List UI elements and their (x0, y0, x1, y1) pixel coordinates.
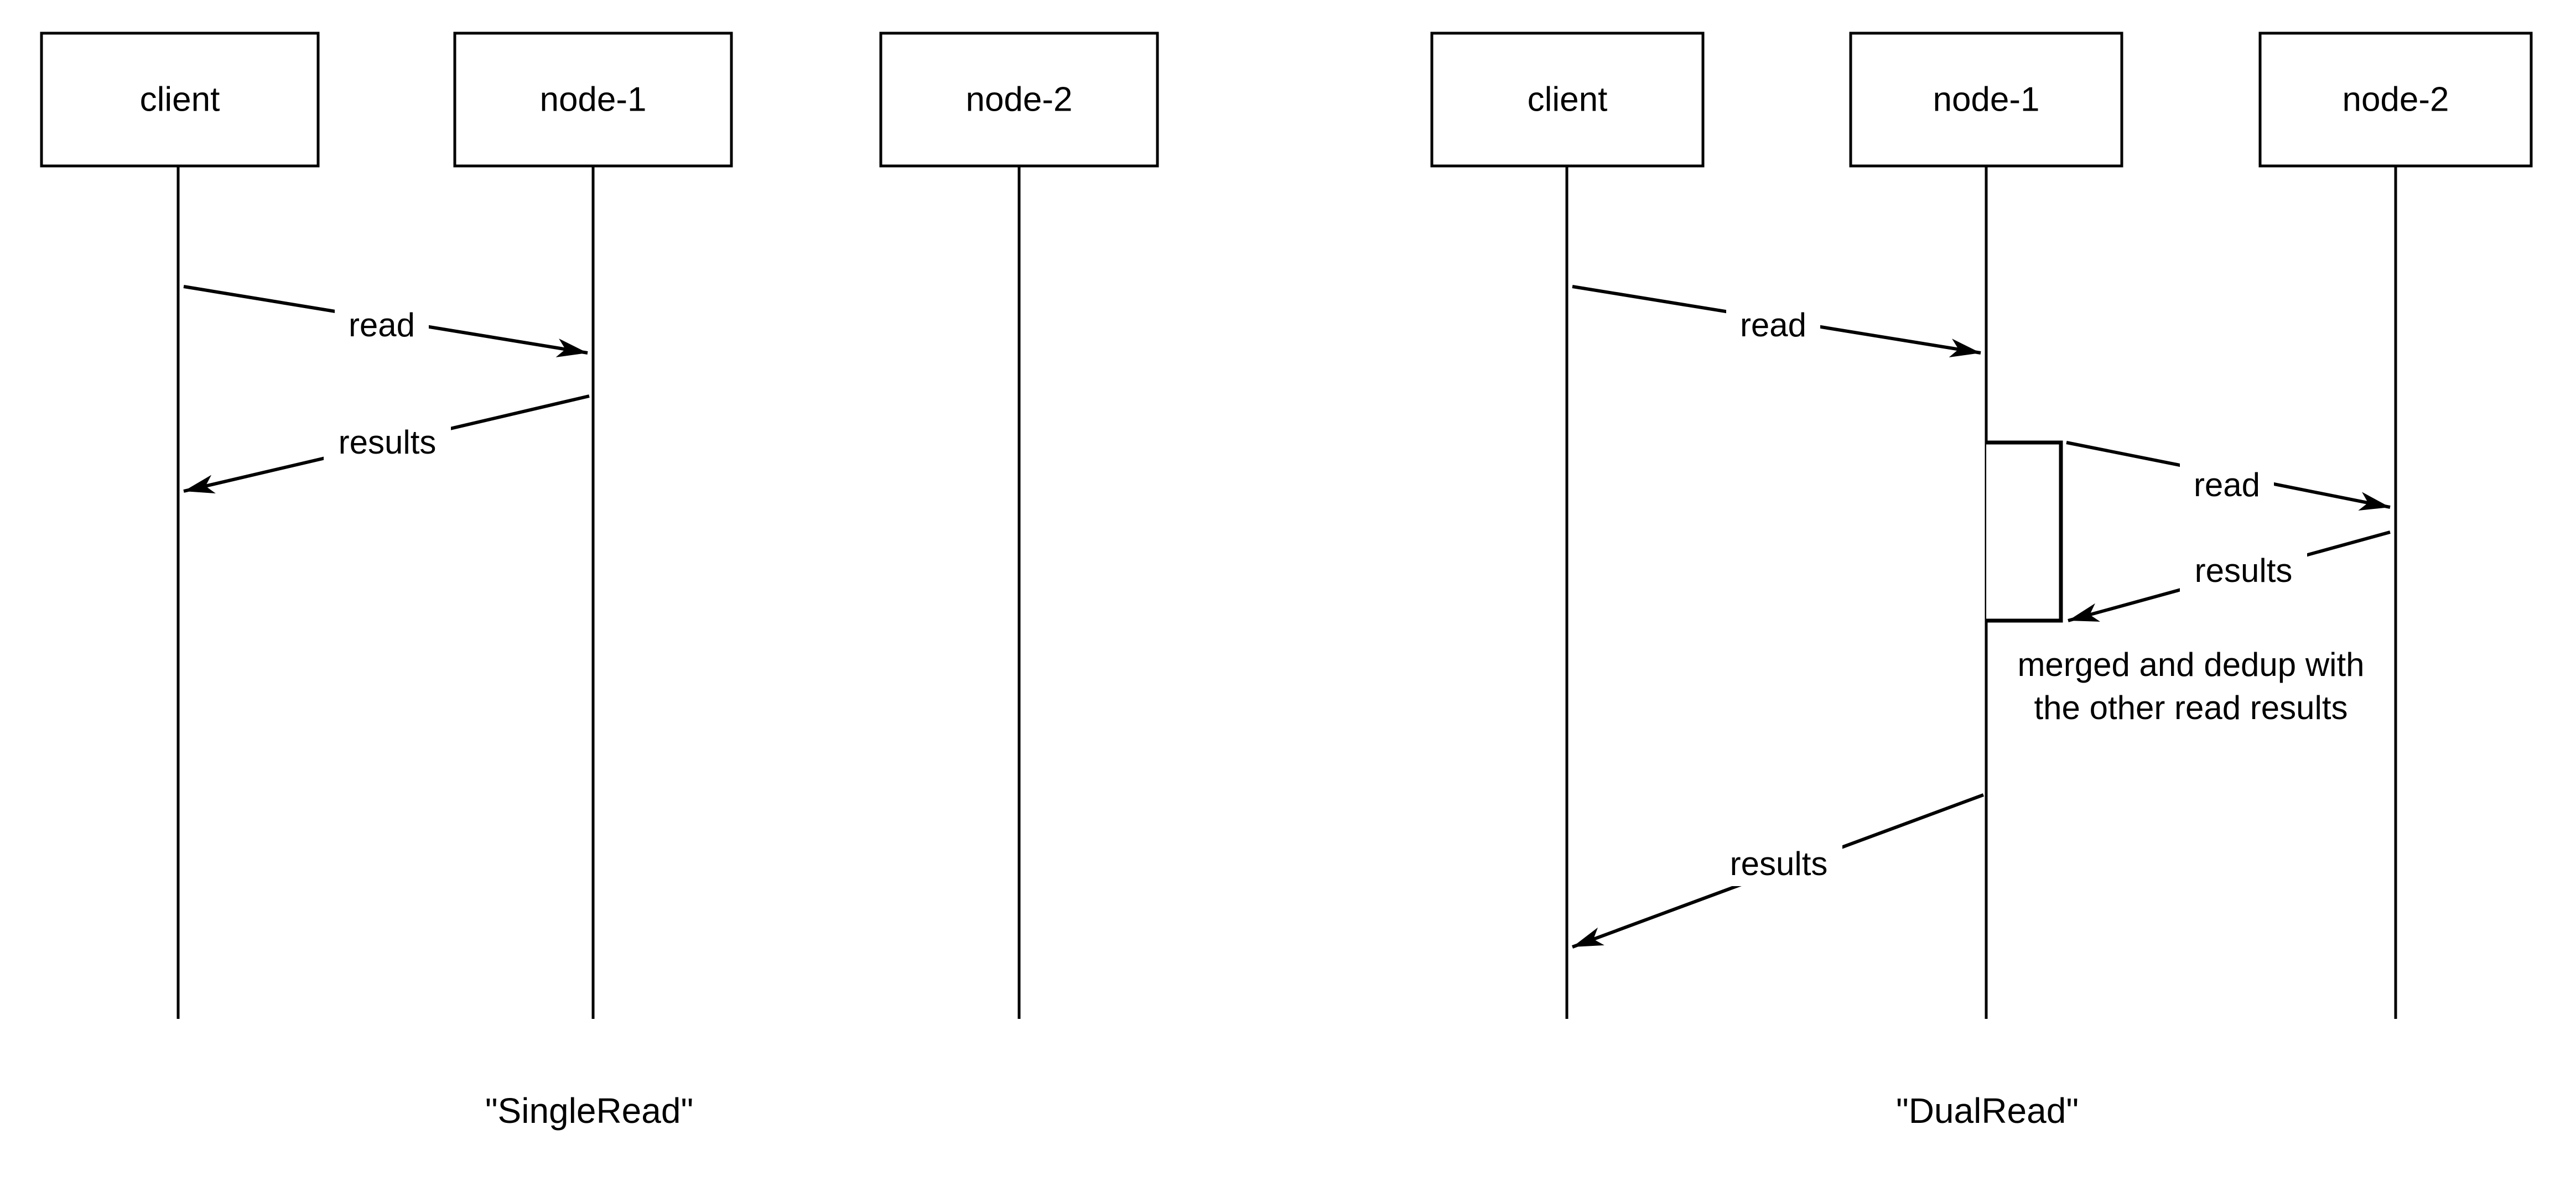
message-arrowhead-d-results-2 (2068, 603, 2100, 622)
message-label-backdrop-d-results-1 (1715, 842, 1842, 886)
sequence-diagram-single-read: client node-1 node-2 read results "SingleRead… (40, 32, 1159, 1131)
participant-label-client: client (1528, 80, 1608, 118)
note-line: merged and dedup with (2017, 646, 2364, 683)
note-merge-note: merged and dedup with the other read resu… (2017, 646, 2364, 726)
message-label-backdrop-d-read-1 (1726, 303, 1820, 347)
message-arrowhead-d-read-2 (2358, 492, 2390, 511)
message-label-s-results: results (339, 424, 437, 461)
message-label-s-read: read (349, 306, 415, 344)
diagram-caption-dual-read: "DualRead" (1896, 1091, 2079, 1131)
message-label-d-read-2: read (2194, 466, 2260, 503)
participant-box-node-1[interactable]: node-1 (1849, 32, 2123, 168)
participant-frame-node-2 (879, 32, 1159, 168)
diagram-caption-single-read: "SingleRead" (485, 1091, 693, 1131)
message-arrowhead-d-results-1 (1572, 927, 1604, 947)
message-label-backdrop-d-results-2 (2180, 549, 2307, 593)
sequence-diagram-dual-read: client node-1 node-2 read read results results… (1430, 32, 2533, 1131)
message-arrowhead-s-read (555, 339, 588, 357)
participant-frame-node-1 (1849, 32, 2123, 168)
participant-frame-client (1430, 32, 1705, 168)
message-label-backdrop-d-read-2 (2180, 463, 2274, 507)
participant-frame-node-2 (2258, 32, 2533, 168)
message-label-d-results-1: results (1730, 845, 1828, 882)
participant-box-client[interactable]: client (40, 32, 320, 168)
participant-label-node-2: node-2 (965, 80, 1072, 118)
message-d-results-2[interactable]: results (2068, 530, 2391, 622)
message-label-d-read-1: read (1740, 306, 1806, 344)
message-s-results[interactable]: results (183, 394, 590, 494)
message-label-backdrop-s-read (335, 303, 429, 347)
message-d-read-2[interactable]: read (2066, 441, 2391, 511)
participant-box-node-2[interactable]: node-2 (2258, 32, 2533, 168)
message-arrowhead-d-read-1 (1949, 339, 1981, 358)
participant-frame-client (40, 32, 320, 168)
participant-label-client: client (140, 80, 220, 118)
message-d-read-1[interactable]: read (1572, 285, 1981, 358)
participant-frame-node-1 (453, 32, 733, 168)
message-d-results-1[interactable]: results (1571, 793, 1985, 949)
participant-label-node-2: node-2 (2342, 80, 2449, 118)
note-line: the other read results (2034, 689, 2348, 726)
participant-box-node-1[interactable]: node-1 (453, 32, 733, 168)
participant-label-node-1: node-1 (1933, 80, 2039, 118)
message-label-backdrop-s-results (324, 420, 451, 465)
message-label-d-results-2: results (2195, 552, 2293, 589)
participant-label-node-1: node-1 (539, 80, 646, 118)
participant-box-client[interactable]: client (1430, 32, 1705, 168)
participant-box-node-2[interactable]: node-2 (879, 32, 1159, 168)
message-arrowhead-s-results (184, 475, 216, 494)
message-s-read[interactable]: read (183, 285, 588, 357)
activation-bar-node-1-activation (1986, 440, 2063, 623)
